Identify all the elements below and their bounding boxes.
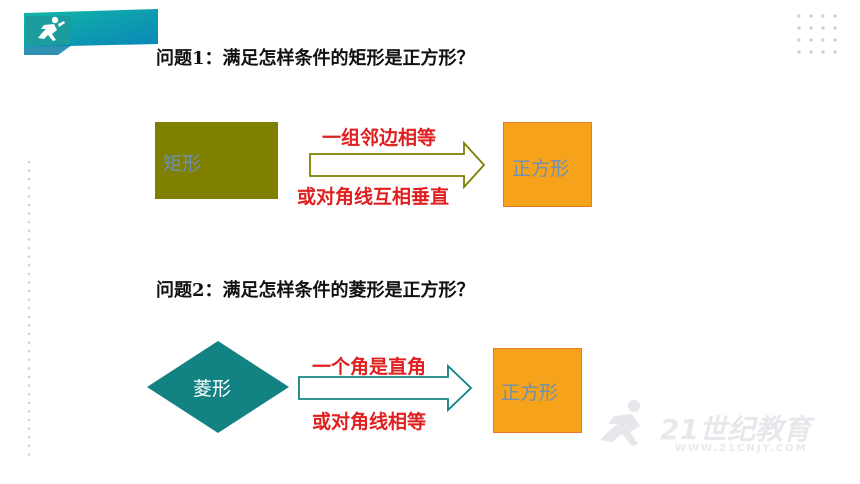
rhombus-shape <box>147 341 289 433</box>
condition-2-top: 一个角是直角 <box>312 356 427 378</box>
header-banner <box>24 9 158 55</box>
condition-1-bottom: 或对角线互相垂直 <box>297 186 450 208</box>
arrow-1 <box>309 140 486 190</box>
watermark-text: 21世纪教育 <box>660 413 811 446</box>
watermark-runner-icon <box>600 400 640 446</box>
condition-2-bottom: 或对角线相等 <box>312 411 427 433</box>
rhombus-label: 菱形 <box>193 378 232 400</box>
square-label-2: 正方形 <box>501 382 559 404</box>
arrow-2 <box>298 363 473 413</box>
runner-icon <box>38 16 65 41</box>
condition-1-top: 一组邻边相等 <box>322 127 437 149</box>
question-2: 问题2：满足怎样条件的菱形是正方形？ <box>156 280 475 301</box>
watermark-url: WWW.21CNJY.COM <box>675 443 808 454</box>
left-dotted-line <box>27 160 31 460</box>
rectangle-label: 矩形 <box>163 153 202 175</box>
rectangle-shape <box>155 122 278 199</box>
square-label-1: 正方形 <box>512 158 570 180</box>
dot-grid-decoration <box>797 14 837 54</box>
square-shape-1 <box>503 122 592 207</box>
question-1: 问题1：满足怎样条件的矩形是正方形？ <box>156 48 475 69</box>
square-shape-2 <box>493 348 582 433</box>
